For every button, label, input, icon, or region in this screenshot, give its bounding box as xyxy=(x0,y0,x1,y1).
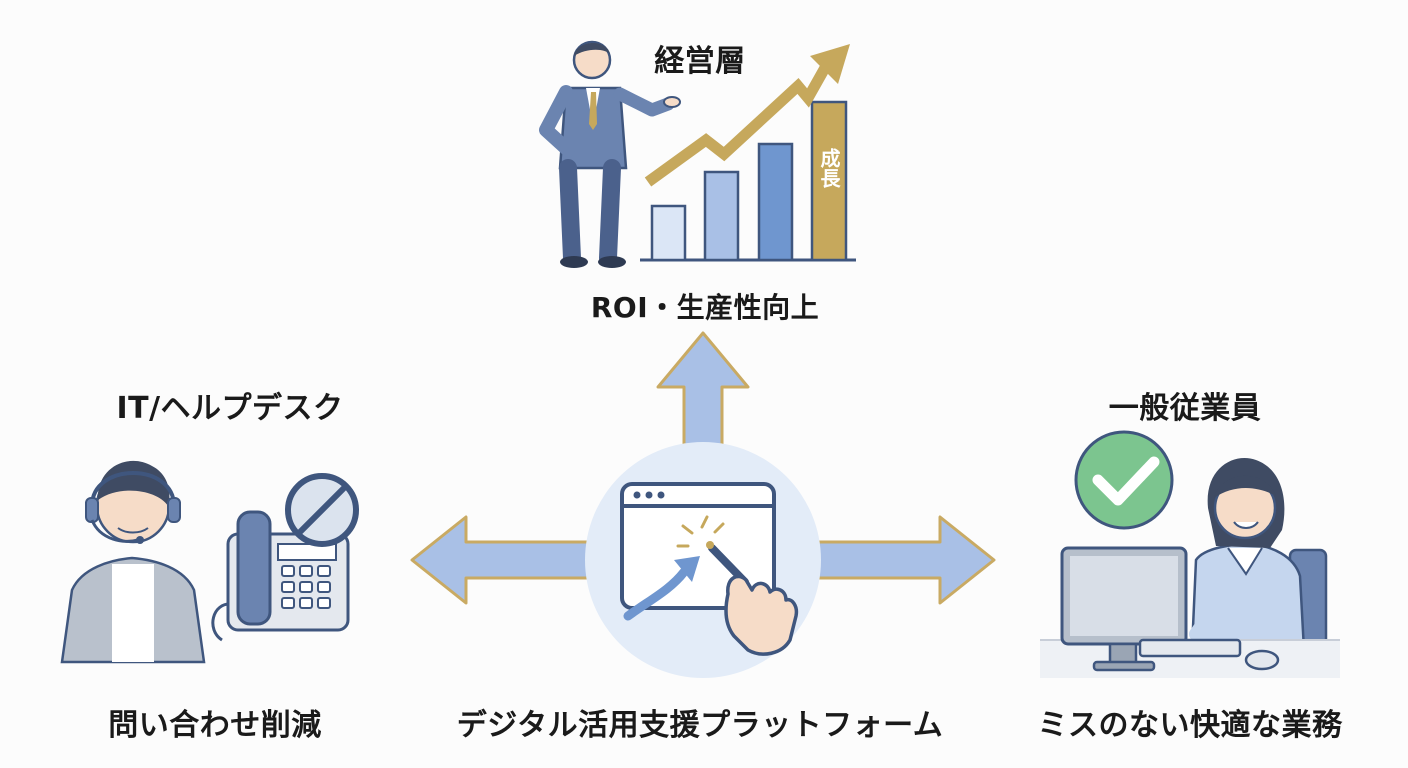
computer-monitor-icon xyxy=(1060,546,1280,672)
it-helpdesk-title: IT/ヘルプデスク xyxy=(116,391,344,426)
check-icon xyxy=(1074,430,1174,530)
it-helpdesk-benefit: 問い合わせ削減 xyxy=(108,708,322,743)
employee-person-icon xyxy=(1189,458,1328,652)
platform-name: デジタル活用支援プラットフォーム xyxy=(456,708,944,743)
phone-icon xyxy=(211,510,350,642)
employee-title: 一般従業員 xyxy=(1108,391,1262,426)
platform-icon xyxy=(585,442,821,678)
executive-person-icon xyxy=(539,40,681,268)
helpdesk-person-icon xyxy=(60,460,206,664)
growth-chart-icon xyxy=(640,44,856,262)
arrow-left xyxy=(410,515,592,605)
arrow-up xyxy=(656,331,750,450)
executive-title: 経営層 xyxy=(654,44,746,79)
executive-benefit: ROI・生産性向上 xyxy=(590,291,820,324)
growth-bar-label: 成長 xyxy=(817,147,841,189)
prohibited-icon xyxy=(285,473,359,547)
employee-benefit: ミスのない快適な業務 xyxy=(1037,708,1343,743)
arrow-right xyxy=(814,515,996,605)
